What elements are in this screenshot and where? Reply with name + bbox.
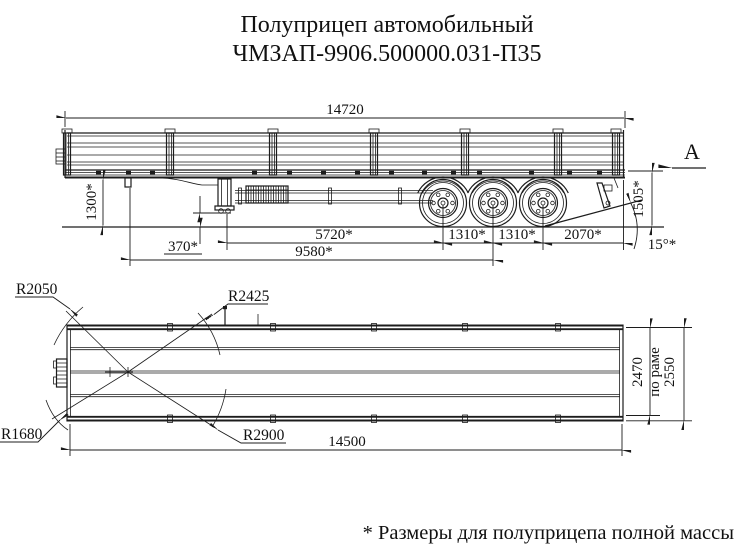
dim-rear-frame-height-label: 1505* — [631, 180, 647, 218]
r2425-arc — [197, 312, 221, 356]
dim-widths: 2470 по раме 2550 — [626, 328, 692, 421]
r1680-label: R1680 — [1, 426, 43, 443]
stake-pocket-ticks — [167, 323, 561, 423]
dim-axle-spacings: 1310* 1310* 2070* — [443, 180, 624, 266]
radius-label-r2050: R2050 — [15, 281, 70, 309]
dim-departure-angle-label: 15°* — [648, 237, 677, 253]
dim-rear-overhang-label: 2070* — [564, 227, 602, 243]
dim-departure-angle: 15°* — [631, 203, 677, 253]
underbody — [124, 177, 643, 227]
fenders — [417, 176, 569, 194]
side-stakes — [61, 128, 622, 176]
landing-gear-leg — [214, 178, 235, 214]
footnote: * Размеры для полуприцепа полной массы — [363, 522, 735, 544]
swing-radius-construction: R2050 R2425 R1680 R2900 — [0, 281, 286, 444]
radius-label-r1680: R1680 — [0, 420, 60, 443]
dim-coupling-height-label: 1300* — [84, 183, 100, 221]
radius-label-r2425: R2425 — [214, 288, 270, 315]
kingpin-center-marks — [105, 367, 133, 377]
side-view: 14720 — [55, 102, 706, 266]
r2425-label: R2425 — [228, 288, 270, 305]
front-bracket-plan — [53, 358, 68, 388]
rear-underride — [544, 177, 643, 227]
r2900-label: R2900 — [243, 427, 285, 444]
dim-overall-width-label: 2550 — [662, 357, 678, 387]
dim-support-to-first-axle: 5720* — [227, 214, 443, 250]
dim-platform-length: 14500 — [70, 424, 622, 456]
platform-outline — [53, 306, 624, 423]
dim-support-clearance: 370* — [164, 196, 231, 255]
dim-rear-frame-height: 1505* — [628, 171, 663, 226]
dim-kingpin-to-middle-axle-label: 9580* — [295, 244, 333, 260]
r2050-arc — [53, 306, 84, 346]
dim-axle-spacing-rear-label: 1310* — [498, 227, 536, 243]
trailer-body — [55, 128, 625, 179]
departure-angle-line — [544, 199, 643, 227]
dim-platform-length-label: 14500 — [328, 434, 366, 450]
side-guard-rails — [235, 187, 433, 205]
kingpin — [124, 177, 132, 188]
dim-coupling-height: 1300* — [84, 178, 116, 226]
drawing-title-line2: ЧМЗАП-9906.500000.031-П35 — [233, 41, 542, 67]
r1680-arc — [45, 399, 69, 431]
dim-frame-width-label: 2470 — [630, 357, 646, 387]
plan-view: R2050 R2425 R1680 R2900 14500 — [0, 281, 692, 456]
dim-axle-spacing-front-label: 1310* — [448, 227, 486, 243]
crossmember-marks — [96, 170, 602, 175]
dim-kingpin-to-middle-axle: 9580* — [130, 188, 494, 266]
drawing-title-line1: Полуприцеп автомобильный — [240, 12, 533, 38]
dim-overall-length: 14720 — [65, 102, 625, 128]
dim-support-to-first-axle-label: 5720* — [315, 227, 353, 243]
radius-label-r2900: R2900 — [218, 427, 286, 444]
view-a-marker: A — [672, 139, 706, 169]
dim-frame-width-note: по раме — [647, 347, 663, 397]
view-a-label: A — [684, 139, 700, 164]
dim-support-clearance-label: 370* — [168, 239, 198, 255]
r2050-label: R2050 — [16, 281, 58, 298]
dim-overall-length-label: 14720 — [326, 102, 364, 118]
